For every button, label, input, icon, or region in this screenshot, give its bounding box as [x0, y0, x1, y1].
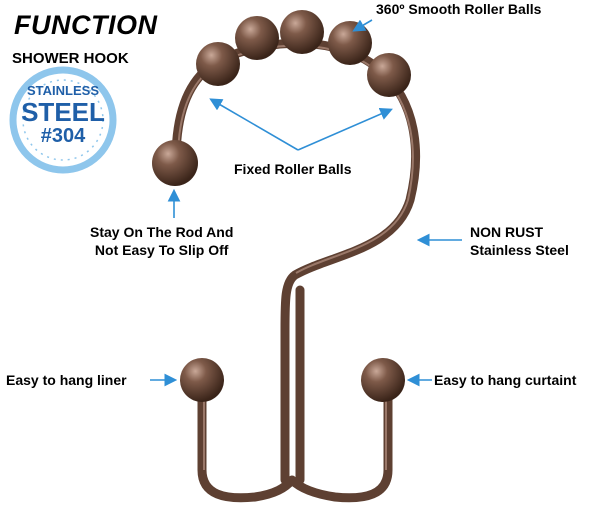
- liner-ball: [180, 358, 224, 402]
- badge-line-1: STAINLESS: [27, 83, 99, 98]
- stainless-steel-badge-icon: [9, 66, 117, 174]
- label-non-rust: NON RUST Stainless Steel: [470, 223, 569, 259]
- label-curtain: Easy to hang curtaint: [434, 372, 577, 388]
- badge-line-2: STEEL: [21, 97, 105, 127]
- label-roller-balls: 360º Smooth Roller Balls: [376, 1, 542, 17]
- callout-arrows: [150, 19, 462, 387]
- label-rust-line-1: NON RUST: [470, 224, 544, 240]
- end-ball: [152, 140, 198, 186]
- roller-balls: [196, 10, 411, 97]
- badge-line-3: #304: [40, 125, 86, 147]
- label-rust-line-2: Stainless Steel: [470, 242, 569, 258]
- label-fixed-balls: Fixed Roller Balls: [234, 161, 352, 177]
- label-liner: Easy to hang liner: [6, 372, 127, 388]
- page-title: FUNCTION: [14, 10, 158, 40]
- label-stay-line-1: Stay On The Rod And: [90, 224, 234, 240]
- label-stay-rod: Stay On The Rod And Not Easy To Slip Off: [90, 223, 233, 259]
- badge-text: STAINLESS STEEL #304: [13, 84, 113, 146]
- label-stay-line-2: Not Easy To Slip Off: [94, 242, 229, 258]
- curtain-ball: [361, 358, 405, 402]
- page-subtitle: SHOWER HOOK: [12, 50, 129, 67]
- hook-wire: [171, 38, 421, 503]
